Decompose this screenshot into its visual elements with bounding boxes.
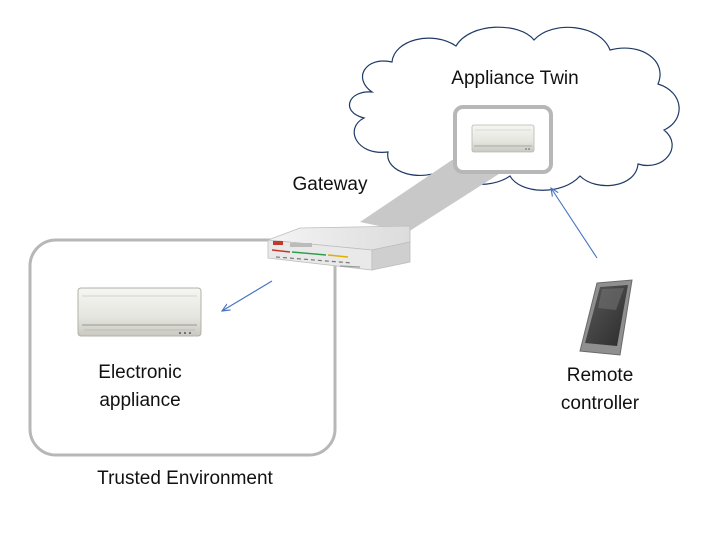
electronic-appliance-label-line1: Electronic <box>98 362 182 383</box>
electronic-appliance-label-line2: appliance <box>99 390 181 411</box>
trusted-environment-frame <box>28 238 337 457</box>
gateway-router-icon <box>267 225 411 271</box>
gateway-to-appliance-arrow <box>222 280 273 311</box>
remote-controller-label-line2: controller <box>560 393 640 414</box>
remote-to-twin-arrow <box>551 188 598 259</box>
trusted-environment-label: Trusted Environment <box>97 468 273 489</box>
smartphone-icon <box>579 279 633 356</box>
air-conditioner-icon <box>77 287 202 337</box>
twin-air-conditioner-icon <box>471 124 535 153</box>
gateway-label: Gateway <box>292 174 368 195</box>
remote-controller-label-line1: Remote <box>566 365 634 386</box>
gateway-cloud-link <box>360 160 502 232</box>
appliance-twin-label: Appliance Twin <box>451 68 579 89</box>
